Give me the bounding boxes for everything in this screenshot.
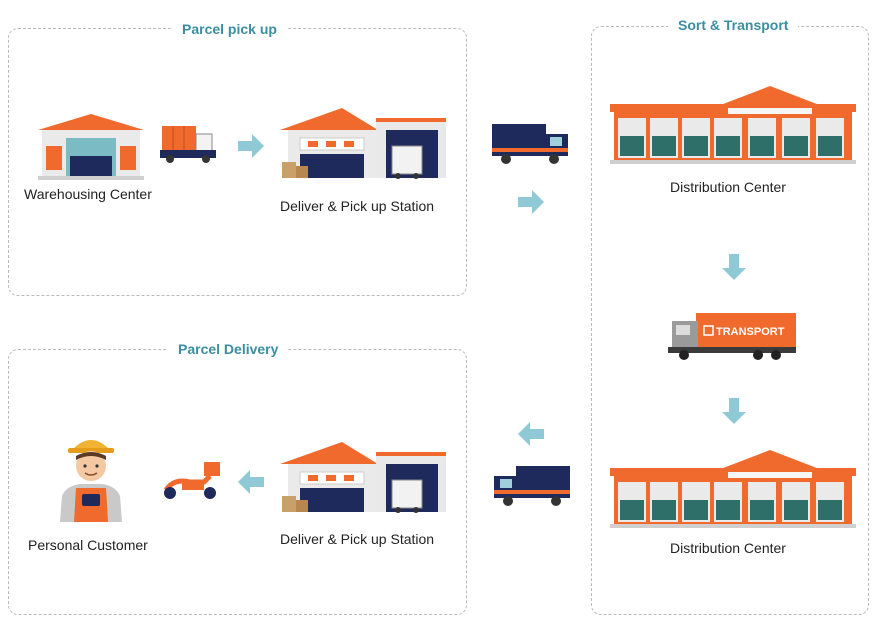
personal-customer-label: Personal Customer <box>28 537 148 553</box>
distribution-center-icon-2 <box>610 450 856 528</box>
arrow-down-icon <box>722 254 746 280</box>
pickup-station-icon-2 <box>280 442 446 513</box>
transport-truck-icon: TRANSPORT <box>668 313 796 360</box>
distribution-center-label-top: Distribution Center <box>670 179 786 195</box>
scooter-icon <box>163 462 220 499</box>
warehouse-icon <box>38 114 144 180</box>
sort-transport-title: Sort & Transport <box>668 16 799 34</box>
pickup-station-label-bottom: Deliver & Pick up Station <box>280 531 435 547</box>
pickup-station-label-top: Deliver & Pick up Station <box>280 198 435 214</box>
pickup-station-icon <box>280 108 446 179</box>
parcel-pickup-title: Parcel pick up <box>172 20 287 38</box>
arrow-left-icon-2 <box>238 470 264 494</box>
distribution-center-icon <box>610 86 856 164</box>
cargo-truck-icon <box>160 126 216 163</box>
arrow-left-icon <box>518 422 544 446</box>
delivery-van-icon-2 <box>494 466 570 506</box>
distribution-center-label-bottom: Distribution Center <box>670 540 786 556</box>
arrow-right-icon-2 <box>518 190 544 214</box>
customer-avatar-icon <box>60 440 122 522</box>
warehousing-center-label: Warehousing Center <box>24 186 152 202</box>
delivery-van-icon <box>492 124 568 164</box>
transport-truck-text: TRANSPORT <box>716 326 785 338</box>
arrow-right-icon <box>238 134 264 158</box>
arrow-down-icon-2 <box>722 398 746 424</box>
parcel-delivery-title: Parcel Delivery <box>168 340 289 358</box>
